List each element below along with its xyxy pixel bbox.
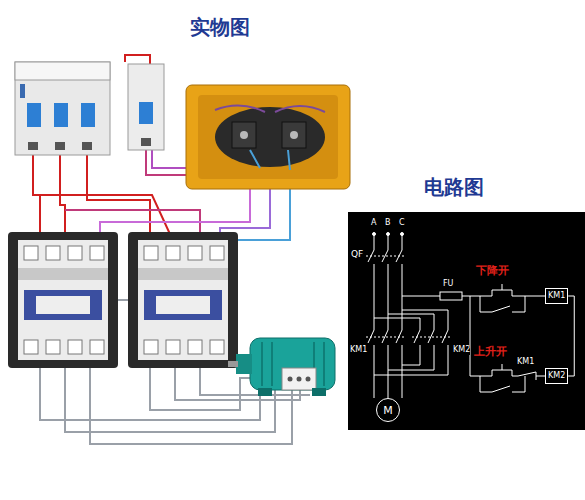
heading: 电路图 bbox=[424, 176, 484, 198]
contact-name: KM1 bbox=[350, 346, 367, 355]
fuse-name: FU bbox=[443, 280, 453, 289]
contactor-2 bbox=[128, 232, 238, 368]
single-pole-breaker bbox=[128, 64, 164, 150]
circuit-panel bbox=[348, 212, 585, 430]
phase-name: B bbox=[385, 219, 391, 228]
contact-name: KM1 bbox=[517, 358, 534, 367]
contactor-1 bbox=[8, 232, 118, 368]
node-text: KM1 bbox=[548, 292, 565, 300]
button-name: 下降开 bbox=[476, 265, 509, 277]
phase-name: A bbox=[371, 219, 376, 228]
node-text: KM2 bbox=[548, 372, 565, 380]
node-text: M bbox=[383, 405, 393, 416]
wire bbox=[568, 296, 574, 376]
three-pole-breaker bbox=[15, 62, 110, 155]
coil-box: KM2 bbox=[545, 368, 568, 384]
switch-box bbox=[186, 85, 350, 189]
coil-box: KM1 bbox=[545, 288, 568, 304]
motor bbox=[228, 338, 335, 396]
contact-name: KM2 bbox=[453, 346, 470, 355]
breaker-name: QF bbox=[351, 250, 363, 260]
button-name: 上升开 bbox=[474, 346, 507, 358]
phase-name: C bbox=[399, 219, 405, 228]
motor-circle: M bbox=[376, 398, 400, 422]
heading: 实物图 bbox=[190, 16, 250, 38]
